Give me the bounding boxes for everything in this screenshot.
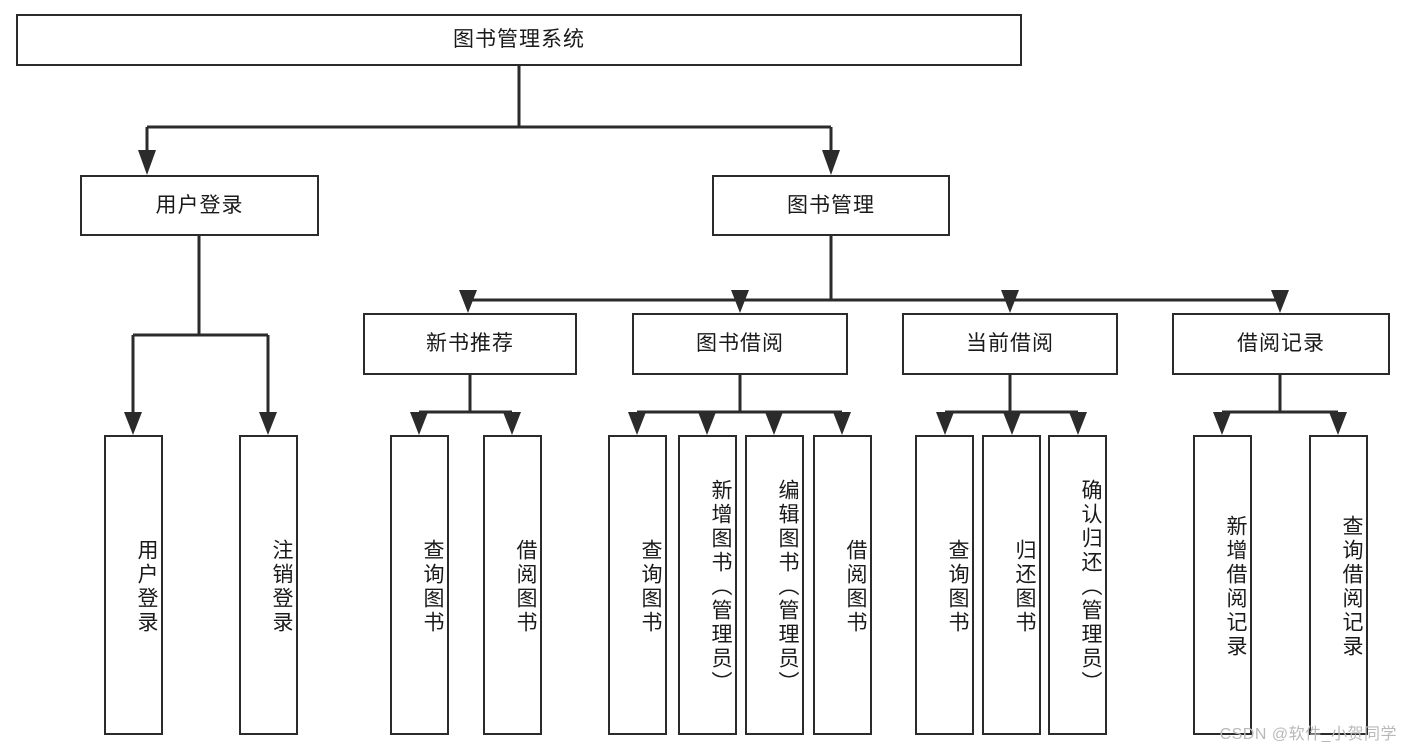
leaf-record-add-record[interactable]: 新增借阅记录	[1193, 435, 1252, 735]
arrow-to-user-login	[138, 150, 156, 175]
connector-drops	[417, 412, 1340, 414]
arrow-current-leaf-2	[1003, 412, 1021, 435]
node-user-login[interactable]: 用户登录	[80, 175, 319, 236]
node-label: 借阅记录	[1237, 332, 1325, 356]
node-label: 新增图书（管理员）	[709, 479, 732, 695]
arrow-newbook-leaf-2	[503, 412, 521, 435]
node-label: 查询图书	[946, 539, 969, 635]
arrow-user-leaf-2	[259, 412, 277, 435]
leaf-borrow-edit-book[interactable]: 编辑图书（管理员）	[745, 435, 804, 735]
node-label: 图书借阅	[696, 332, 784, 356]
leaf-current-return-book[interactable]: 归还图书	[982, 435, 1041, 735]
node-label: 借阅图书	[844, 539, 867, 635]
arrow-l2-record	[1271, 290, 1289, 313]
node-label: 归还图书	[1013, 539, 1036, 635]
node-new-book-recommend[interactable]: 新书推荐	[363, 313, 577, 375]
node-label: 用户登录	[155, 193, 244, 217]
node-label: 图书管理系统	[453, 28, 585, 52]
node-borrow-record[interactable]: 借阅记录	[1172, 313, 1390, 375]
arrow-l2-current	[1001, 290, 1019, 313]
node-label: 新书推荐	[426, 332, 514, 356]
arrow-newbook-leaf-1	[410, 412, 428, 435]
leaf-current-confirm-return[interactable]: 确认归还（管理员）	[1048, 435, 1107, 735]
node-label: 图书管理	[787, 193, 875, 217]
node-label: 查询借阅记录	[1340, 515, 1363, 659]
arrow-user-leaf-1	[124, 412, 142, 435]
node-label: 确认归还（管理员）	[1079, 479, 1102, 695]
arrow-borrow-leaf-2	[698, 412, 716, 435]
leaf-newbook-borrow-book[interactable]: 借阅图书	[483, 435, 542, 735]
arrow-current-leaf-1	[936, 412, 954, 435]
leaf-newbook-query-book[interactable]: 查询图书	[390, 435, 449, 735]
arrow-l2-newbook	[459, 290, 477, 313]
arrow-borrow-leaf-3	[765, 412, 783, 435]
node-current-borrow[interactable]: 当前借阅	[902, 313, 1118, 375]
leaf-record-query-record[interactable]: 查询借阅记录	[1309, 435, 1368, 735]
node-label: 注销登录	[270, 539, 293, 635]
arrow-record-leaf-1	[1213, 412, 1231, 435]
leaf-borrow-add-book[interactable]: 新增图书（管理员）	[678, 435, 737, 735]
node-label: 借阅图书	[514, 539, 537, 635]
csdn-watermark: CSDN @软件_小贺同学	[1219, 726, 1397, 743]
leaf-borrow-borrow-book[interactable]: 借阅图书	[813, 435, 872, 735]
node-book-borrow[interactable]: 图书借阅	[632, 313, 848, 375]
node-root-system[interactable]: 图书管理系统	[16, 14, 1022, 66]
arrow-record-leaf-2	[1329, 412, 1347, 435]
node-book-manage[interactable]: 图书管理	[712, 175, 950, 236]
node-label: 编辑图书（管理员）	[776, 479, 799, 695]
arrow-to-book-manage	[822, 150, 840, 175]
node-label: 查询图书	[421, 539, 444, 635]
node-label: 查询图书	[639, 539, 662, 635]
node-label: 用户登录	[135, 539, 158, 635]
arrow-borrow-leaf-1	[628, 412, 646, 435]
node-label: 当前借阅	[966, 332, 1054, 356]
leaf-borrow-query-book[interactable]: 查询图书	[608, 435, 667, 735]
leaf-user-login[interactable]: 用户登录	[104, 435, 163, 735]
arrow-l2-borrow	[731, 290, 749, 313]
arrow-borrow-leaf-4	[833, 412, 851, 435]
node-label: 新增借阅记录	[1224, 515, 1247, 659]
arrow-current-leaf-3	[1069, 412, 1087, 435]
leaf-user-logout[interactable]: 注销登录	[239, 435, 298, 735]
leaf-current-query-book[interactable]: 查询图书	[915, 435, 974, 735]
